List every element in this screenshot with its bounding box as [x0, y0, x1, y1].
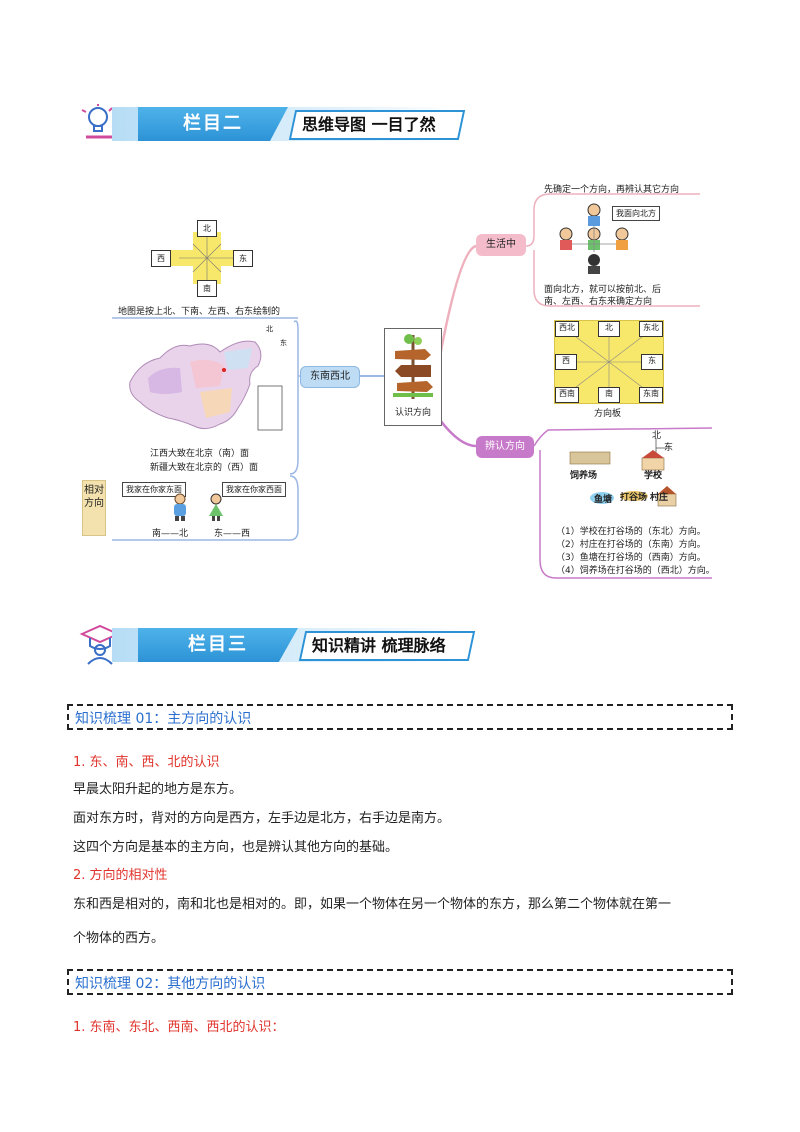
- center-label: 认识方向: [394, 408, 431, 418]
- boy-figure-icon: [174, 493, 186, 521]
- board-ne: 东北: [639, 321, 663, 337]
- bubble-1: 我家在你家东面: [122, 482, 186, 497]
- board-e: 东: [641, 354, 663, 370]
- life-bubble: 我面向北方: [612, 206, 660, 221]
- scene-place-1: 学校: [644, 471, 663, 481]
- scene-place-2: 鱼塘: [594, 495, 613, 505]
- life-bottom-2: 南、左西、右东来确定方向: [544, 297, 653, 307]
- section-1-para-2: 面对东方时，背对的方向是西方，左手边是北方，右手边是南方。: [73, 811, 451, 826]
- china-map-icon: [129, 340, 283, 431]
- scene-question-3: （3）鱼塘在打谷场的（西南）方向。: [556, 553, 706, 563]
- scene-question-1: （1）学校在打谷场的（东北）方向。: [556, 527, 706, 537]
- center-node: 认识方向: [384, 328, 442, 426]
- scene-place-0: 饲养场: [570, 471, 598, 481]
- board-caption: 方向板: [594, 409, 622, 419]
- scene-place-3: 打谷场: [620, 493, 648, 503]
- section-1-heading-1: 1. 东、南、西、北的认识: [73, 755, 220, 770]
- map-caption-top: 地图是按上北、下南、左西、右东绘制的: [118, 307, 281, 317]
- compass-east: 东: [233, 250, 253, 267]
- village-scene-icon: [569, 438, 677, 507]
- section-1-heading-2: 2. 方向的相对性: [73, 868, 168, 883]
- section-2-title: 知识梳理 02：其他方向的认识: [67, 969, 733, 995]
- section-1-title: 知识梳理 01：主方向的认识: [67, 704, 733, 730]
- banner-tab-2: 栏目三: [138, 628, 298, 662]
- compass-west: 西: [151, 250, 171, 267]
- bubble-2: 我家在你家西面: [222, 482, 286, 497]
- small-compass: 北 西 东 南: [151, 220, 253, 297]
- map-caption-2: 新疆大致在北京的（西）面: [150, 463, 259, 473]
- relative-label: 相对方向: [82, 480, 106, 536]
- signpost-icon: [393, 334, 433, 399]
- map-caption-1: 江西大致在北京（南）面: [150, 449, 250, 459]
- section-1-para-1: 早晨太阳升起的地方是东方。: [73, 782, 243, 797]
- banner-subtitle-2: 知识精讲 梳理脉络: [298, 631, 476, 661]
- node-dongnanxibei: 东南西北: [300, 366, 360, 388]
- scene-north: 北: [652, 431, 662, 441]
- board-n: 北: [598, 321, 620, 337]
- board-s: 南: [598, 387, 620, 403]
- scene-question-4: （4）饲养场在打谷场的（西北）方向。: [556, 566, 715, 576]
- section-1-para-5: 个物体的西方。: [73, 931, 165, 946]
- mindmap-connectors: [112, 193, 713, 579]
- compass-south: 南: [197, 280, 217, 297]
- children-group-icon: [559, 203, 629, 274]
- scene-question-2: （2）村庄在打谷场的（东南）方向。: [556, 540, 706, 550]
- node-life: 生活中: [476, 234, 526, 256]
- section-2-heading-1: 1. 东南、东北、西南、西北的认识：: [73, 1020, 285, 1035]
- pair-south-north: 南——北: [152, 529, 189, 539]
- board-w: 西: [555, 354, 577, 370]
- scene-place-4: 村庄: [650, 493, 669, 503]
- life-top-text: 先确定一个方向，再辨认其它方向: [544, 185, 680, 195]
- board-se: 东南: [639, 387, 663, 403]
- life-bottom-1: 面向北方，就可以按前北、后: [544, 285, 662, 295]
- section-1-para-3: 这四个方向是基本的主方向，也是辨认其他方向的基础。: [73, 840, 399, 855]
- map-mini-east: 东: [280, 339, 287, 347]
- board-sw: 西南: [555, 387, 579, 403]
- direction-board: 西北 北 东北 西 东 西南 南 东南: [554, 320, 664, 404]
- node-identify: 辨认方向: [476, 436, 534, 458]
- banner-tab: 栏目二: [138, 107, 288, 141]
- map-mini-north: 北: [266, 325, 273, 333]
- girl-figure-icon: [209, 493, 223, 521]
- section-1-para-4: 东和西是相对的，南和北也是相对的。即，如果一个物体在另一个物体的东方，那么第二个…: [73, 897, 672, 912]
- compass-lines: [179, 234, 235, 282]
- china-map-image: 北 东: [120, 322, 290, 442]
- pair-east-west: 东——西: [214, 529, 251, 539]
- board-nw: 西北: [555, 321, 579, 337]
- compass-north: 北: [197, 220, 217, 237]
